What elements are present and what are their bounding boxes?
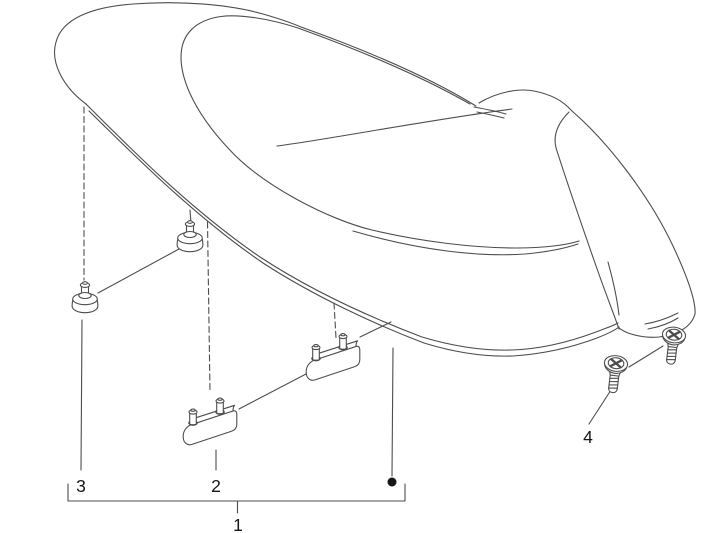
leader-spacer-to-spacer	[238, 373, 307, 410]
screw-threads	[666, 349, 678, 361]
part2-spacer-left	[182, 397, 238, 446]
buffer-stud-top	[82, 281, 88, 285]
screw-head-inner	[665, 328, 683, 341]
saddle-lower-crease	[352, 230, 579, 256]
leader-label-3	[80, 319, 83, 471]
saddle-assembly	[54, 2, 696, 357]
phillips-cross-icon	[609, 358, 623, 369]
part-label-4: 4	[583, 427, 593, 447]
part4-screw-left	[603, 355, 629, 394]
spacer-stud	[338, 333, 348, 351]
part-label-3: 3	[76, 476, 86, 496]
part1-anchor-dot	[387, 477, 397, 487]
leader-label-4	[588, 389, 612, 425]
part2-spacer-right	[305, 333, 361, 381]
backrest-hump	[478, 89, 573, 112]
spacer-stud	[311, 344, 321, 362]
part-label-1: 1	[233, 515, 243, 533]
part-label-2: 2	[211, 476, 221, 496]
leader-spacer-to-saddle	[359, 321, 392, 338]
leader-buffer-to-buffer	[97, 248, 180, 294]
screw-head-band	[604, 363, 628, 374]
screw-threads	[608, 377, 620, 389]
part3-buffer-rear	[176, 220, 204, 253]
saddle-piping-upper	[85, 103, 619, 351]
backrest-flap-inner-line	[607, 261, 620, 316]
phillips-cross-icon	[667, 329, 681, 341]
backrest-right-edge	[571, 110, 696, 315]
backrest-flap-edge	[554, 111, 620, 330]
dashed-line-spacer-left	[206, 221, 211, 393]
saddle-cushion-oval	[180, 15, 580, 249]
buffer-step	[183, 230, 197, 239]
screw-head-inner	[607, 357, 625, 370]
backrest-bottom-seams	[644, 312, 679, 330]
spacer-stud	[188, 408, 198, 426]
dashed-line-spacer-right	[333, 302, 337, 339]
leader-label-1	[391, 347, 394, 477]
saddle-inner-crease	[276, 108, 513, 147]
part1-bracket	[67, 483, 406, 514]
leader-lines	[80, 106, 664, 487]
screw-head-band	[662, 335, 686, 346]
spacer-stud	[215, 397, 225, 415]
leader-screw-to-screw	[628, 345, 664, 368]
spacer-front-face	[182, 410, 238, 446]
part4-screw-right	[661, 326, 687, 365]
part3-buffer-front	[71, 281, 99, 314]
spacer-front-face	[305, 345, 361, 381]
saddle-waist-seam	[473, 106, 507, 119]
saddle-piping-lower	[88, 110, 620, 357]
buffer-step	[78, 291, 92, 300]
saddle-outline-top	[54, 2, 477, 107]
bracket-line	[67, 483, 406, 502]
buffer-stud-top	[187, 220, 193, 224]
